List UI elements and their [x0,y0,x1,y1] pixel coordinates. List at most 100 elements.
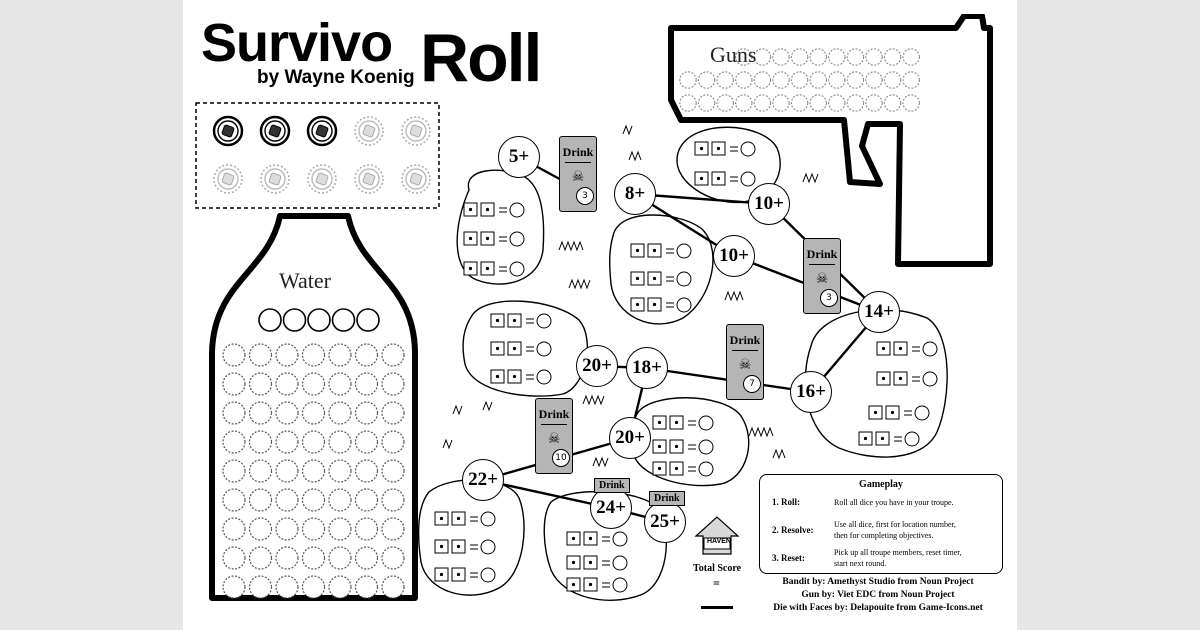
ammo-slot[interactable] [865,48,883,66]
ammo-slot[interactable] [735,94,753,112]
water-slot[interactable] [354,488,379,512]
water-slot[interactable] [381,488,405,512]
water-slot[interactable] [354,430,379,454]
ammo-slot[interactable] [828,94,846,112]
water-slot[interactable] [301,575,326,599]
ammo-slot[interactable] [790,94,809,112]
ammo-slot[interactable] [883,48,902,66]
water-slot[interactable] [275,372,299,396]
ammo-slot[interactable] [828,71,846,89]
water-slot[interactable] [222,401,246,425]
water-slot[interactable] [381,401,405,425]
ammo-slot[interactable] [865,94,883,112]
ammo-slot[interactable] [902,71,920,89]
water-slot[interactable] [328,546,352,570]
water-slot[interactable] [354,517,379,541]
ammo-slot[interactable] [883,94,902,112]
ammo-slot[interactable] [735,71,753,89]
water-slot[interactable] [354,546,379,570]
water-slot[interactable] [301,401,326,425]
water-slot[interactable] [248,575,273,599]
ammo-slot[interactable] [809,48,827,66]
ammo-slot[interactable] [809,94,827,112]
water-slot[interactable] [248,459,273,483]
water-slot[interactable] [328,575,352,599]
ammo-slot[interactable] [679,71,697,89]
water-slot[interactable] [301,430,326,454]
water-slot[interactable] [381,343,405,367]
ammo-slot[interactable] [883,71,902,89]
water-slot-bonus[interactable] [331,308,356,332]
water-slot[interactable] [275,343,299,367]
water-slot[interactable] [354,343,379,367]
ammo-slot[interactable] [865,71,883,89]
water-slot[interactable] [328,459,352,483]
water-slot[interactable] [301,343,326,367]
water-slot[interactable] [248,401,273,425]
water-slot[interactable] [301,546,326,570]
water-slot[interactable] [275,517,299,541]
ammo-slot[interactable] [716,71,734,89]
water-slot[interactable] [222,546,246,570]
water-slot[interactable] [275,546,299,570]
water-slot[interactable] [354,459,379,483]
ammo-slot[interactable] [846,71,865,89]
water-slot[interactable] [301,372,326,396]
water-slot[interactable] [222,575,246,599]
ammo-slot[interactable] [735,48,753,66]
troupe-die-icon[interactable] [401,164,431,194]
water-slot[interactable] [328,401,352,425]
water-slot[interactable] [248,430,273,454]
water-slot[interactable] [248,372,273,396]
water-slot[interactable] [381,575,405,599]
troupe-die-icon[interactable] [354,164,384,194]
ammo-slot[interactable] [828,48,846,66]
troupe-die-icon[interactable] [260,164,290,194]
water-slot[interactable] [222,459,246,483]
water-slot[interactable] [222,488,246,512]
water-slot[interactable] [381,430,405,454]
ammo-slot[interactable] [679,94,697,112]
ammo-slot[interactable] [902,48,920,66]
water-slot[interactable] [248,517,273,541]
water-slot[interactable] [275,459,299,483]
ammo-slot[interactable] [753,94,772,112]
water-slot[interactable] [275,488,299,512]
troupe-die-icon[interactable] [213,164,243,194]
water-slot[interactable] [301,488,326,512]
water-slot-bonus[interactable] [356,308,380,332]
ammo-slot[interactable] [753,71,772,89]
water-slot[interactable] [381,546,405,570]
water-slot-bonus[interactable] [307,308,331,332]
troupe-die-icon[interactable] [307,164,337,194]
water-slot[interactable] [248,343,273,367]
troupe-die-icon[interactable] [354,116,384,146]
ammo-slot[interactable] [902,94,920,112]
water-slot[interactable] [301,517,326,541]
water-slot[interactable] [301,459,326,483]
water-slot[interactable] [275,575,299,599]
water-slot[interactable] [222,517,246,541]
troupe-die-icon[interactable] [259,115,291,147]
water-slot[interactable] [328,372,352,396]
ammo-slot[interactable] [697,94,716,112]
ammo-slot[interactable] [790,71,809,89]
troupe-die-icon[interactable] [306,115,338,147]
water-slot[interactable] [381,372,405,396]
water-slot[interactable] [248,546,273,570]
water-slot-bonus[interactable] [258,308,282,332]
water-slot[interactable] [354,372,379,396]
ammo-slot[interactable] [716,94,734,112]
water-slot[interactable] [275,430,299,454]
water-slot[interactable] [328,343,352,367]
water-slot[interactable] [381,459,405,483]
ammo-slot[interactable] [772,94,790,112]
water-slot[interactable] [275,401,299,425]
water-slot[interactable] [222,430,246,454]
ammo-slot[interactable] [846,94,865,112]
ammo-slot[interactable] [753,48,772,66]
water-slot[interactable] [248,488,273,512]
water-slot[interactable] [381,517,405,541]
water-slot[interactable] [328,517,352,541]
troupe-die-icon[interactable] [212,115,244,147]
